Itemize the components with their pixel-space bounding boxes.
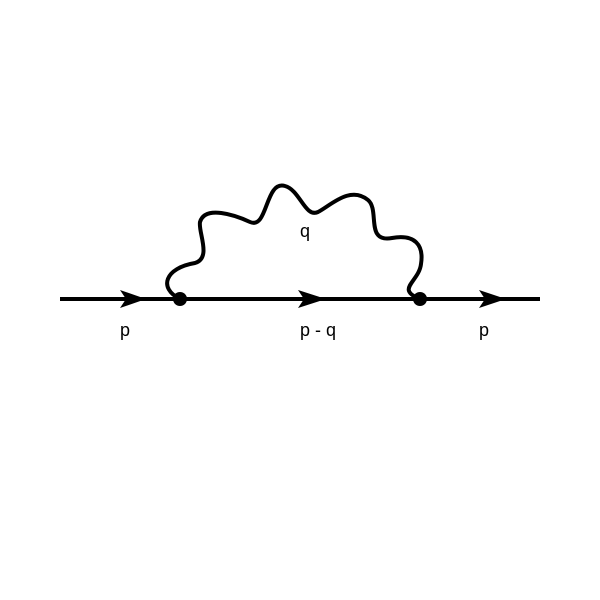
internal-momentum-label: p - q [300,320,336,340]
outgoing-arrow-icon [479,290,506,308]
left-vertex [173,292,187,306]
internal-arrow-icon [298,290,326,308]
incoming-momentum-label: p [120,320,130,340]
outgoing-momentum-label: p [479,320,489,340]
right-vertex [413,292,427,306]
photon-momentum-label: q [300,221,310,241]
photon-propagator [165,183,424,301]
incoming-arrow-icon [120,290,146,308]
